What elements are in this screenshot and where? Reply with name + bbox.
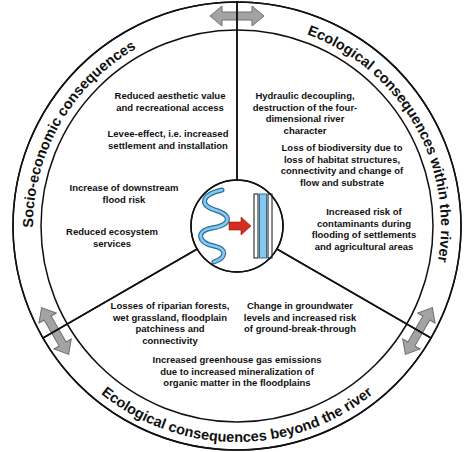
sector-shape	[237, 2, 461, 338]
consequence-text: Reduced aesthetic value and recreational…	[108, 90, 232, 113]
consequence-text: Increase of downstream flood risk	[61, 182, 187, 205]
levee-left	[254, 194, 258, 258]
consequence-text: Levee-effect, i.e. increased settlement …	[103, 128, 233, 151]
straightening-arrow	[229, 217, 251, 235]
ring-heading: Ecological consequences beyond the river	[99, 383, 375, 445]
levee-right	[268, 194, 272, 258]
consequence-text: Increased greenhouse gas emissions due t…	[145, 354, 329, 389]
straight-channel	[260, 194, 267, 258]
meander-river	[201, 190, 228, 262]
sector-shape	[43, 249, 431, 450]
consequence-text: Losses of riparian forests, wet grasslan…	[108, 300, 232, 346]
outer-circle	[13, 2, 461, 450]
river-illustration	[201, 190, 272, 262]
meander-outline	[201, 190, 228, 262]
consequence-text: Reduced ecosystem services	[57, 226, 167, 249]
consequence-text: Change in groundwater levels and increas…	[240, 300, 360, 335]
sector-shape	[13, 2, 237, 338]
consequence-text: Hydraulic decoupling, destruction of the…	[244, 90, 366, 136]
consequence-text: Loss of biodiversity due to loss of habi…	[278, 142, 406, 188]
consequence-text: Increased risk of contaminants during fl…	[308, 206, 420, 252]
